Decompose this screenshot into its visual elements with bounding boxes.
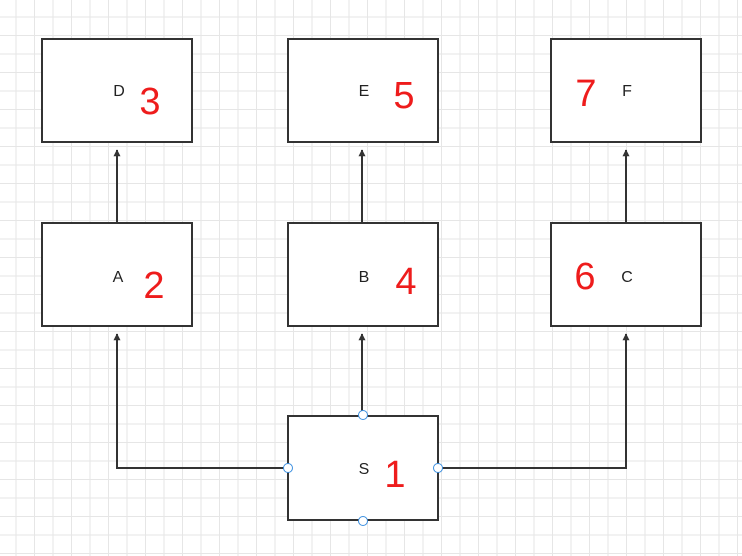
node-a[interactable]: A 2 xyxy=(41,222,193,327)
node-d[interactable]: D 3 xyxy=(41,38,193,143)
node-d-number: 3 xyxy=(139,81,161,123)
node-b[interactable]: B 4 xyxy=(287,222,439,327)
node-s-label: S xyxy=(358,461,370,478)
node-f-number: 7 xyxy=(575,73,597,115)
node-c[interactable]: C 6 xyxy=(550,222,702,327)
node-s-handle-right[interactable] xyxy=(433,463,443,473)
node-c-label: C xyxy=(621,269,633,286)
node-s-handle-left[interactable] xyxy=(283,463,293,473)
node-c-number: 6 xyxy=(574,256,596,298)
node-s-handle-top[interactable] xyxy=(358,410,368,420)
node-f-label: F xyxy=(622,83,632,100)
node-e-number: 5 xyxy=(393,75,415,117)
node-s-handle-bottom[interactable] xyxy=(358,516,368,526)
edge-s-to-c[interactable] xyxy=(437,333,630,469)
node-a-label: A xyxy=(112,269,124,286)
node-e-label: E xyxy=(358,83,370,100)
node-f[interactable]: F 7 xyxy=(550,38,702,143)
node-s[interactable]: S 1 xyxy=(287,415,439,521)
edge-s-to-a[interactable] xyxy=(113,333,288,469)
node-s-number: 1 xyxy=(384,454,406,496)
node-b-label: B xyxy=(358,269,370,286)
node-b-number: 4 xyxy=(395,261,417,303)
node-d-label: D xyxy=(113,83,125,100)
edges-layer xyxy=(113,149,630,469)
node-a-number: 2 xyxy=(143,265,165,307)
node-e[interactable]: E 5 xyxy=(287,38,439,143)
